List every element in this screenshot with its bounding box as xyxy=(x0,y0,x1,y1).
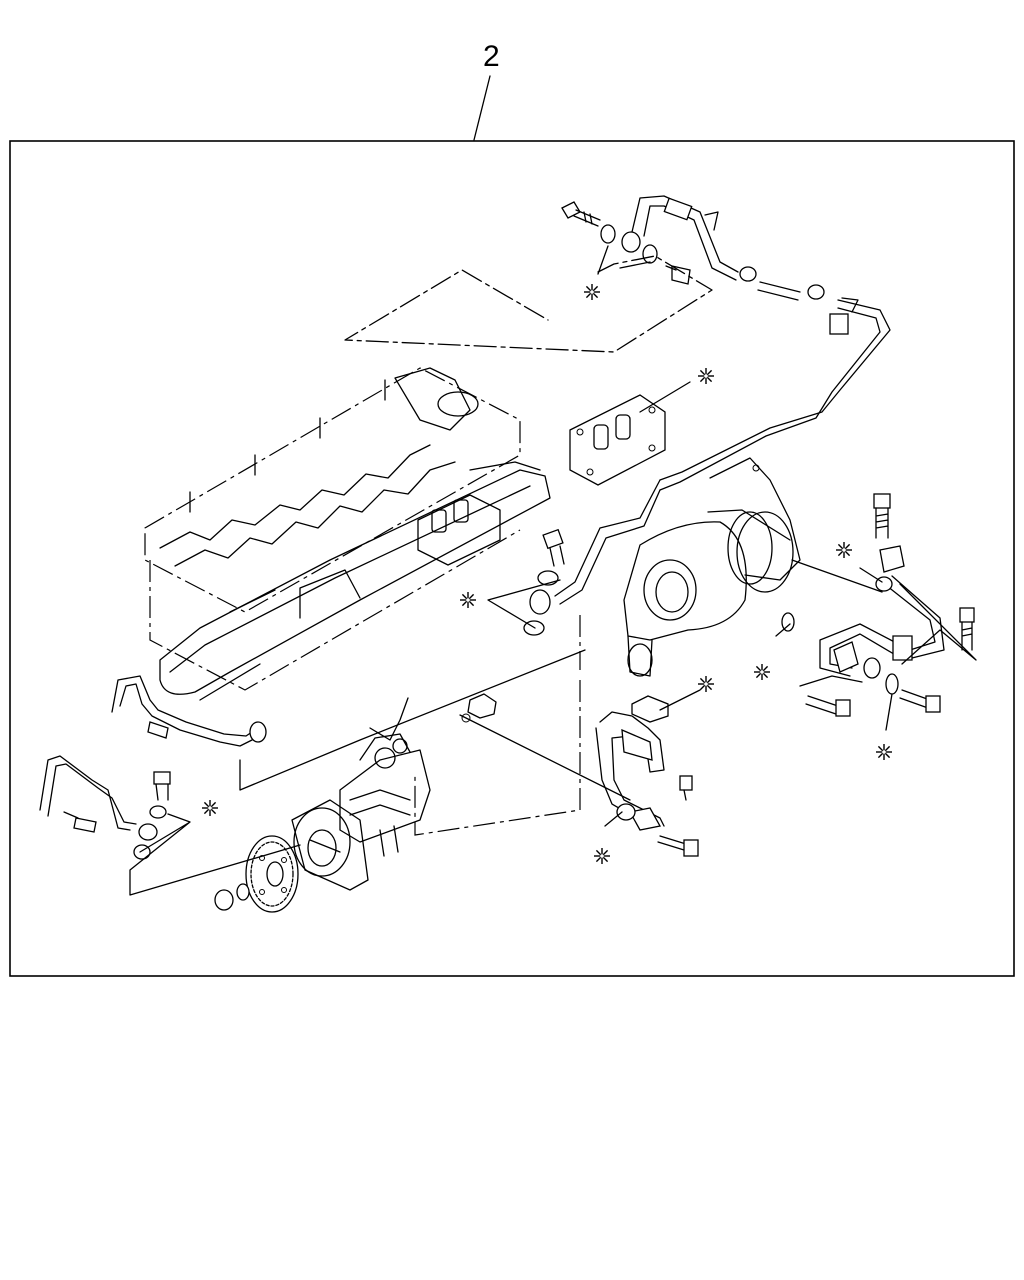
bolt-left xyxy=(153,771,171,801)
washer-right-3 xyxy=(885,673,899,695)
oil-pipe-left-upper xyxy=(111,675,267,747)
asterisk-icon xyxy=(836,542,852,558)
asterisk-callouts xyxy=(202,284,892,864)
banjo-eye-top xyxy=(621,231,641,253)
bottom-center-callout-lines xyxy=(459,689,701,827)
center-callout-lines xyxy=(487,579,561,629)
assembly-frame xyxy=(9,140,1015,977)
compressor-leader xyxy=(369,697,409,741)
bolt-right-bottom-1 xyxy=(805,695,851,717)
banjo-eye-center xyxy=(529,589,551,615)
washer-left-1 xyxy=(149,805,167,819)
banjo-eye-left xyxy=(138,823,158,841)
banjo-bolt-center xyxy=(542,528,565,567)
oil-pipe-left-lower xyxy=(39,755,137,833)
bolt-right-lower xyxy=(959,607,975,651)
oil-return-pipe-right xyxy=(819,545,945,679)
asterisk-icon xyxy=(460,592,476,608)
gear-nut xyxy=(214,889,234,911)
right-callout-lines xyxy=(799,583,977,687)
oil-feed-pipe-top xyxy=(554,195,891,605)
oil-return-pipe-center xyxy=(461,693,699,857)
gasket-leader xyxy=(639,381,691,413)
turbocharger xyxy=(623,457,801,677)
asterisk-icon xyxy=(202,800,218,816)
left-callout-lines xyxy=(129,649,586,896)
asterisk-icon xyxy=(594,848,610,864)
asterisk-icon xyxy=(698,676,714,692)
air-compressor xyxy=(291,733,431,891)
top-callout-lines xyxy=(344,255,713,353)
washer-right-2 xyxy=(781,612,795,632)
asterisk-icon xyxy=(698,368,714,384)
washer-top-1 xyxy=(600,224,616,244)
gear-washer xyxy=(236,883,250,901)
hose-clamps-top xyxy=(739,266,825,300)
turbo-flange-gasket xyxy=(569,394,666,486)
cylinder-head xyxy=(144,367,521,691)
compressor-drive-gear xyxy=(245,835,299,913)
reference-number: 2 xyxy=(483,40,500,73)
turbo-washer-leader xyxy=(791,559,883,593)
union-fitting-top xyxy=(665,265,691,285)
asterisk-icon xyxy=(876,744,892,760)
reference-leader-line xyxy=(473,75,491,141)
bolt-right-bottom-2 xyxy=(899,689,941,713)
bolt-right-upper xyxy=(873,493,891,539)
washer-top-2 xyxy=(642,244,658,264)
banjo-bolt-top xyxy=(561,201,601,227)
block-dashed-outline xyxy=(414,615,581,836)
exhaust-manifold xyxy=(159,461,551,701)
asterisk-icon xyxy=(754,664,770,680)
asterisk-icon xyxy=(584,284,600,300)
